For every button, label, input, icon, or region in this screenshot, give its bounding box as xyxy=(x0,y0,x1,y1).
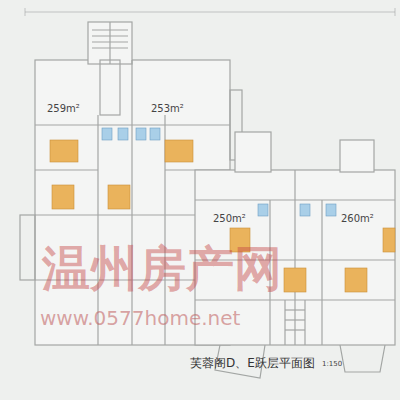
watermark: 温州房产网 xyxy=(42,244,282,292)
area-label: 259m² xyxy=(46,103,81,115)
watermark-url: www.0577home.net xyxy=(40,308,240,328)
area-label: 260m² xyxy=(340,213,375,225)
area-label: 253m² xyxy=(150,103,185,115)
area-label: 250m² xyxy=(212,213,247,225)
plan-title: 芙蓉阁D、E跃层平面图 xyxy=(190,357,315,369)
scale-label: 1:150 xyxy=(322,361,342,368)
